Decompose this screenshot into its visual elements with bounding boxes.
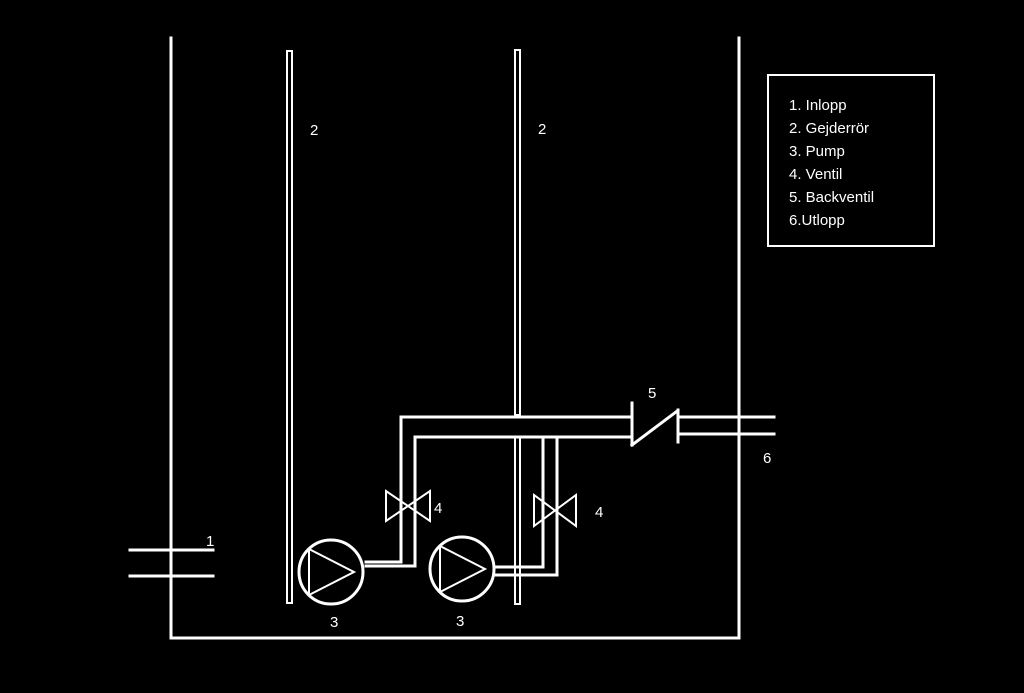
legend-box [767,74,935,247]
pump-left [297,538,365,606]
label-pump-right: 3 [456,613,464,630]
outlet-pipe [676,415,776,436]
valve-right [533,493,577,528]
label-outlet: 6 [763,450,771,467]
tank [169,36,741,640]
label-inlet: 1 [206,533,214,550]
pump-right [428,535,496,603]
discharge-pipe [364,415,634,577]
label-valve-right: 4 [595,504,603,521]
check-valve [629,401,680,448]
label-guide-rail-right: 2 [538,121,546,138]
tank-outline [169,36,741,640]
inlet-pipe [128,548,215,578]
legend-item: 4. Ventil [789,166,842,183]
label-check-valve: 5 [648,385,656,402]
legend-item: 1. Inlopp [789,97,847,114]
guide-rail-left [286,50,293,604]
guide-rail-right-lower [514,436,521,605]
legend-item: 2. Gejderrör [789,120,869,137]
legend-item: 3. Pump [789,143,845,160]
valve-left [385,489,431,523]
label-pump-left: 3 [330,614,338,631]
legend-item: 5. Backventil [789,189,874,206]
label-guide-rail-left: 2 [310,122,318,139]
legend-item: 6.Utlopp [789,212,845,229]
legend: 1. Inlopp 2. Gejderrör 3. Pump 4. Ventil… [767,74,935,247]
guide-rail-right [514,49,521,416]
label-valve-left: 4 [434,500,442,517]
